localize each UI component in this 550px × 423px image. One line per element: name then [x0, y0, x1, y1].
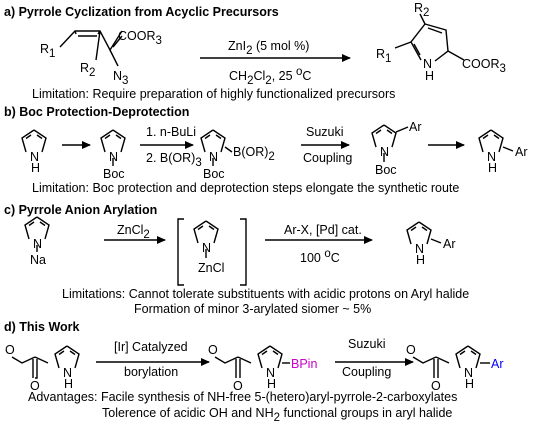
section-a-r1: R1: [40, 42, 55, 60]
section-b-boronate-pyrrole: [200, 129, 233, 166]
section-b-step-1: 1. n-BuLi: [146, 125, 196, 139]
section-a-reagent-top: ZnI2 (5 mol %): [228, 39, 309, 57]
section-d-advantage-1: Advantages: Facile synthesis of NH-free …: [28, 390, 457, 404]
section-b-boc-3: Boc: [375, 163, 397, 177]
section-a-title: a) Pyrrole Cyclization from Acyclic Prec…: [4, 5, 279, 19]
section-c-aryl-pyrrole: [406, 221, 442, 245]
section-a-reagent-bottom: CH2Cl2, 25 oC: [229, 66, 311, 87]
section-c-zncl: ZnCl: [198, 261, 224, 275]
section-b-boc-1: Boc: [103, 167, 125, 181]
section-b-n-3: N: [209, 150, 218, 164]
section-c-conditions-top: Ar-X, [Pd] cat.: [284, 223, 362, 237]
section-b-coupling: Coupling: [303, 151, 352, 165]
section-b-aryl-boc-pyrrole: [371, 124, 409, 162]
section-c-n-3: N: [415, 242, 424, 256]
section-d-coupling: Coupling: [342, 365, 391, 379]
section-b-h-5: H: [488, 161, 497, 175]
section-d-boronate-ester: [214, 345, 290, 378]
section-c-zncl2: ZnCl2: [117, 223, 150, 241]
section-d-o-2: O: [30, 379, 40, 393]
section-b-n-2: N: [109, 150, 118, 164]
section-b-h-1: H: [31, 161, 40, 175]
section-a-ester: COOR3: [118, 29, 162, 47]
section-d-n-2: N: [266, 366, 275, 380]
section-d-h-3: H: [465, 377, 474, 391]
section-d-o-4: O: [233, 379, 243, 393]
section-b-boronate: B(OR)2: [233, 145, 275, 163]
section-c-n-2: N: [202, 241, 211, 255]
section-a-reactant-bonds: [59, 30, 123, 67]
section-a-r2: R2: [80, 61, 95, 79]
section-a-limitation: Limitation: Require preparation of highl…: [32, 87, 395, 101]
section-c-zinc-intermediate: [177, 218, 247, 286]
section-b-boc-pyrrole: [100, 129, 126, 166]
section-c-sodium-pyrrolide: [24, 216, 50, 252]
section-d-h-1: H: [64, 377, 73, 391]
section-b-suzuki: Suzuki: [306, 125, 344, 139]
section-d-ar: Ar: [491, 357, 504, 371]
section-b-pyrrole-1: [21, 129, 47, 153]
section-d-suzuki: Suzuki: [348, 337, 386, 351]
section-d-o-1: O: [5, 343, 15, 357]
section-d-borylation-top: [Ir] Catalyzed: [114, 340, 188, 354]
section-b-title: b) Boc Protection-Deprotection: [4, 105, 189, 119]
section-d-o-5: O: [406, 343, 416, 357]
section-a-product-r1: R1: [376, 47, 391, 65]
section-d-h-2: H: [267, 377, 276, 391]
section-d-bpin: BPin: [291, 357, 317, 371]
section-a-product-h: H: [425, 69, 434, 83]
section-a-product-r2: R2: [414, 1, 429, 19]
section-d-methyl-ester: [11, 345, 80, 379]
section-c-na: Na: [30, 253, 46, 267]
section-a-product-nh: N: [423, 57, 432, 71]
section-d-title: d) This Work: [4, 320, 80, 334]
section-c-limitation-2: Formation of minor 3-arylated siomer ~ 5…: [134, 302, 371, 316]
section-b-step-2: 2. B(OR)3: [146, 151, 202, 169]
section-d-n-3: N: [464, 366, 473, 380]
section-a-product-ester: COOR3: [462, 57, 506, 75]
section-b-n-1: N: [30, 150, 39, 164]
section-d-o-3: O: [208, 343, 218, 357]
section-d-advantage-2: Tolerence of acidic OH and NH2 functiona…: [102, 406, 452, 423]
section-b-boc-2: Boc: [203, 167, 225, 181]
section-b-ar-2: Ar: [515, 145, 528, 159]
section-b-limitation: Limitation: Boc protection and deprotect…: [32, 181, 459, 195]
section-c-conditions-bottom: 100 oC: [300, 248, 340, 265]
section-c-title: c) Pyrrole Anion Arylation: [4, 203, 157, 217]
section-b-ar-1: Ar: [409, 120, 422, 134]
section-d-aryl-ester: [412, 345, 490, 378]
section-c-ar: Ar: [443, 237, 456, 251]
section-b-aryl-pyrrole: [478, 129, 514, 153]
section-c-limitation-1: Limitations: Cannot tolerate substituent…: [62, 287, 469, 301]
section-a-product-ring: [394, 13, 465, 62]
section-c-h-3: H: [416, 253, 425, 267]
section-d-n-1: N: [63, 366, 72, 380]
section-d-o-6: O: [431, 379, 441, 393]
section-a-azide: N3: [113, 69, 128, 87]
section-b-n-4: N: [380, 145, 389, 159]
section-c-n-1: N: [33, 237, 42, 251]
section-b-n-5: N: [487, 150, 496, 164]
section-d-borylation-bottom: borylation: [124, 365, 178, 379]
